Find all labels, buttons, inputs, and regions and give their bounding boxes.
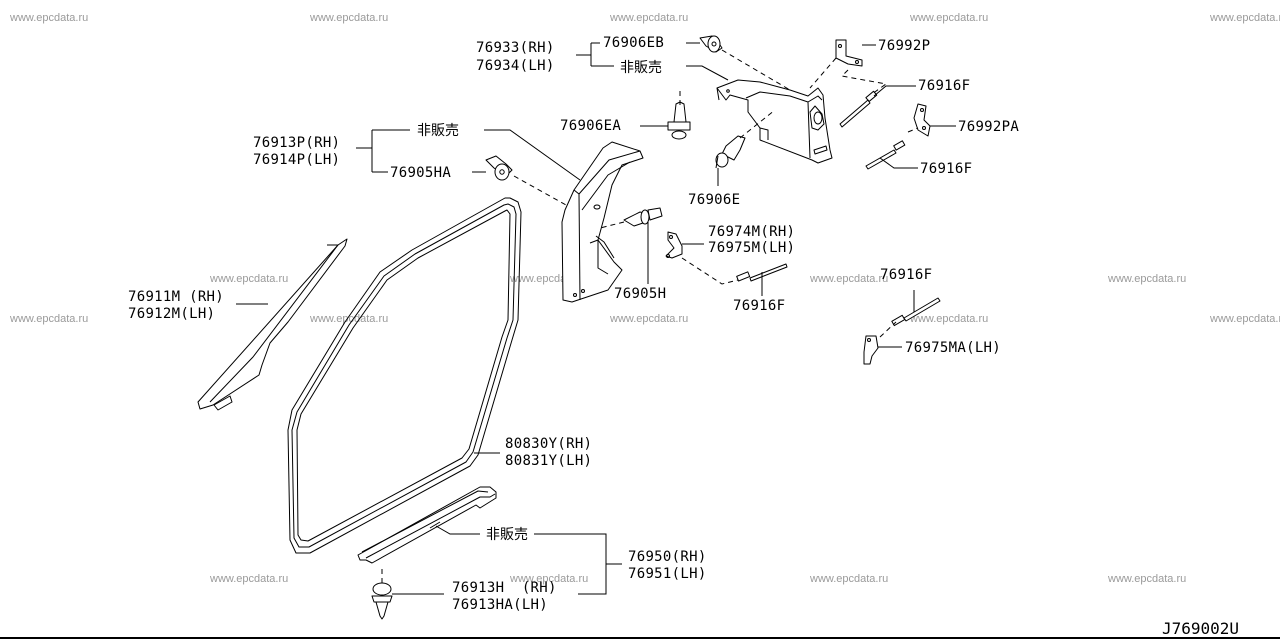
watermark: www.epcdata.ru bbox=[1209, 12, 1280, 24]
watermark: www.epcdata.ru bbox=[9, 313, 88, 325]
front-pillar-garnish-drawing[interactable] bbox=[561, 141, 644, 303]
watermark: www.epcdata.ru bbox=[909, 313, 988, 325]
part-label-76906EB[interactable]: 76906EB bbox=[603, 35, 664, 51]
watermarks: www.epcdata.ru www.epcdata.ru www.epcdat… bbox=[9, 12, 1280, 585]
part-label-76916F[interactable]: 76916F bbox=[920, 161, 972, 177]
dash-side-finisher-drawing[interactable] bbox=[716, 79, 833, 164]
watermark: www.epcdata.ru bbox=[809, 573, 888, 585]
part-label-76974M[interactable]: 76974M(RH) bbox=[708, 224, 795, 240]
watermark: www.epcdata.ru bbox=[1107, 273, 1186, 285]
not-sold-label: 非販売 bbox=[486, 527, 528, 543]
part-label-76913H[interactable]: 76913H (RH) bbox=[452, 580, 557, 596]
part-label-76912M[interactable]: 76912M(LH) bbox=[128, 306, 215, 322]
clip-76905HA-drawing[interactable] bbox=[485, 155, 513, 181]
clip-76906E-drawing[interactable] bbox=[715, 135, 746, 169]
rivet-76916F-a-drawing[interactable] bbox=[839, 90, 878, 128]
watermark: www.epcdata.ru bbox=[1107, 573, 1186, 585]
clip-76906EA-drawing[interactable] bbox=[667, 101, 691, 140]
leader-lines bbox=[0, 42, 1280, 639]
bracket-76975MA-drawing[interactable] bbox=[863, 335, 879, 365]
part-label-76905H[interactable]: 76905H bbox=[614, 286, 666, 302]
not-sold-label: 非販売 bbox=[620, 60, 662, 76]
bracket-76992P-drawing[interactable] bbox=[835, 39, 863, 67]
watermark: www.epcdata.ru bbox=[809, 273, 888, 285]
part-label-76992PA[interactable]: 76992PA bbox=[958, 119, 1019, 135]
clip-76913H-drawing[interactable] bbox=[371, 582, 393, 620]
watermark: www.epcdata.ru bbox=[309, 313, 388, 325]
part-label-76950[interactable]: 76950(RH) bbox=[628, 549, 707, 565]
part-label-76913HA[interactable]: 76913HA(LH) bbox=[452, 597, 548, 613]
rivet-76916F-b-drawing[interactable] bbox=[865, 140, 906, 170]
part-label-76913P[interactable]: 76913P(RH) bbox=[253, 135, 340, 151]
part-label-76916F[interactable]: 76916F bbox=[918, 78, 970, 94]
bracket-76974M-drawing[interactable] bbox=[665, 231, 683, 259]
watermark: www.epcdata.ru bbox=[509, 573, 588, 585]
part-label-76934[interactable]: 76934(LH) bbox=[476, 58, 555, 74]
rivet-76916F-c-drawing[interactable] bbox=[736, 263, 788, 282]
door-weatherstrip-drawing[interactable] bbox=[287, 197, 522, 554]
watermark: www.epcdata.ru bbox=[909, 12, 988, 24]
diagram-code: J769002U bbox=[1162, 619, 1239, 638]
part-label-76906E[interactable]: 76906E bbox=[688, 192, 740, 208]
watermark: www.epcdata.ru bbox=[609, 313, 688, 325]
part-label-76916F[interactable]: 76916F bbox=[733, 298, 785, 314]
part-label-76916F[interactable]: 76916F bbox=[880, 267, 932, 283]
part-label-76951[interactable]: 76951(LH) bbox=[628, 566, 707, 582]
rivet-76916F-d-drawing[interactable] bbox=[891, 297, 941, 327]
not-sold-label: 非販売 bbox=[417, 123, 459, 139]
part-label-76911M[interactable]: 76911M (RH) bbox=[128, 289, 224, 305]
part-label-76914P[interactable]: 76914P(LH) bbox=[253, 152, 340, 168]
clip-76906EB-drawing[interactable] bbox=[699, 35, 723, 53]
watermark: www.epcdata.ru bbox=[209, 273, 288, 285]
part-label-76992P[interactable]: 76992P bbox=[878, 38, 930, 54]
watermark: www.epcdata.ru bbox=[309, 12, 388, 24]
part-label-80831Y[interactable]: 80831Y(LH) bbox=[505, 453, 592, 469]
part-label-76933[interactable]: 76933(RH) bbox=[476, 40, 555, 56]
part-label-76905HA[interactable]: 76905HA bbox=[390, 165, 451, 181]
watermark: www.epcdata.ru bbox=[9, 12, 88, 24]
kicking-plate-drawing[interactable] bbox=[357, 486, 497, 564]
part-labels: 76933(RH) 76934(LH) 76906EB 非販売 76992P 7… bbox=[128, 35, 1239, 638]
assembly-lines bbox=[381, 49, 919, 583]
part-label-76975M[interactable]: 76975M(LH) bbox=[708, 240, 795, 256]
watermark: www.epcdata.ru bbox=[1209, 313, 1280, 325]
pillar-molding-drawing[interactable] bbox=[197, 238, 348, 411]
clip-76905H-drawing[interactable] bbox=[623, 207, 663, 227]
part-label-80830Y[interactable]: 80830Y(RH) bbox=[505, 436, 592, 452]
watermark: www.epcdata.ru bbox=[209, 573, 288, 585]
part-label-76906EA[interactable]: 76906EA bbox=[560, 118, 621, 134]
bracket-76992PA-drawing[interactable] bbox=[913, 103, 931, 137]
watermark: www.epcdata.ru bbox=[609, 12, 688, 24]
part-label-76975MA[interactable]: 76975MA(LH) bbox=[905, 340, 1001, 356]
